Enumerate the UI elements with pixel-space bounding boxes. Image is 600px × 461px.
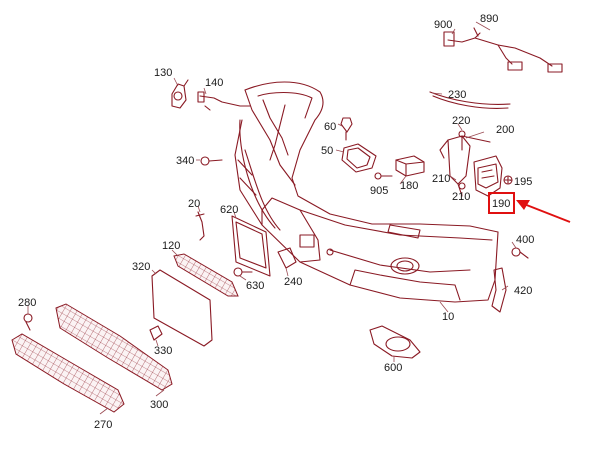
clip-905 [374, 172, 393, 180]
label-900: 900 [434, 19, 452, 31]
label-280: 280 [18, 297, 36, 309]
label-210-upper: 210 [432, 173, 450, 185]
fog-bezel-50 [341, 143, 377, 173]
label-330: 330 [154, 345, 172, 357]
label-620: 620 [220, 204, 238, 216]
bumper-cover [234, 119, 499, 303]
screw-340 [200, 156, 223, 166]
panel-320 [151, 269, 213, 347]
trim-strip-230 [429, 91, 511, 105]
highlight-box [488, 192, 515, 214]
clip-20 [195, 211, 205, 241]
lower-grille-270 [11, 333, 125, 413]
label-20: 20 [188, 198, 200, 210]
clip-60 [340, 117, 353, 141]
label-190: 190 [492, 198, 510, 210]
label-210-lower: 210 [452, 191, 470, 203]
label-130: 130 [154, 67, 172, 79]
cover-240 [277, 247, 297, 269]
highlight-arrow [523, 203, 571, 223]
part-labels: 890 900 130 140 230 60 220 200 50 340 18… [18, 13, 534, 431]
screw-400 [511, 247, 529, 259]
label-270: 270 [94, 419, 112, 431]
fog-surround-600 [369, 325, 421, 359]
grille-120 [173, 253, 239, 297]
bracket-190 [473, 155, 503, 197]
sensor-module-180 [395, 155, 425, 177]
label-420: 420 [514, 285, 532, 297]
label-50: 50 [321, 145, 333, 157]
label-600: 600 [384, 362, 402, 374]
label-200: 200 [496, 124, 514, 136]
screw-280 [23, 313, 33, 331]
license-plate-holder-620 [231, 215, 271, 277]
label-300: 300 [150, 399, 168, 411]
label-905: 905 [370, 185, 388, 197]
label-890: 890 [480, 13, 498, 25]
label-340: 340 [176, 155, 194, 167]
label-120: 120 [162, 240, 180, 252]
label-320: 320 [132, 261, 150, 273]
label-60: 60 [324, 121, 336, 133]
label-10: 10 [442, 311, 454, 323]
label-180: 180 [400, 180, 418, 192]
screw-630 [233, 267, 253, 277]
clip-210 [457, 182, 466, 197]
bracket-420 [491, 267, 507, 313]
bracket-130 [171, 79, 189, 109]
clip-330 [149, 325, 163, 341]
wiring-harness [443, 27, 563, 73]
highlight-arrowhead [516, 200, 530, 210]
label-630: 630 [246, 280, 264, 292]
label-140: 140 [205, 77, 223, 89]
label-400: 400 [516, 234, 534, 246]
label-230: 230 [448, 89, 466, 101]
clip-140 [197, 91, 251, 111]
lower-grille-300 [55, 303, 173, 391]
label-240: 240 [284, 276, 302, 288]
screw-220 [458, 130, 466, 151]
label-220: 220 [452, 115, 470, 127]
label-195: 195 [514, 176, 532, 188]
